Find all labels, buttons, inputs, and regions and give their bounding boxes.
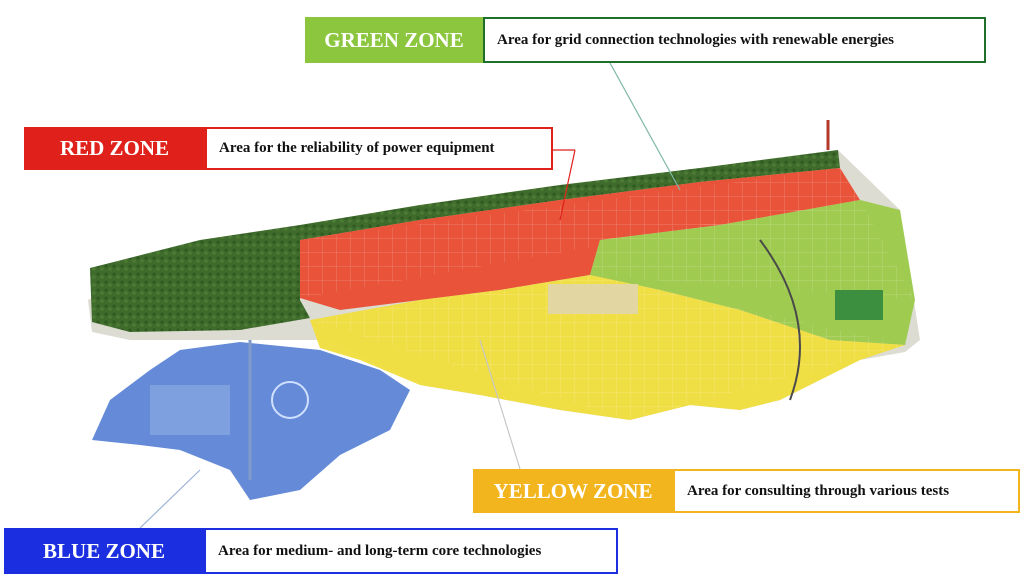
forest-strip: [300, 150, 840, 240]
yellow-zone-title: YELLOW ZONE: [473, 469, 673, 513]
blue-court: [150, 385, 230, 435]
blue-zone-description: Area for medium- and long-term core tech…: [204, 528, 618, 574]
red-zone-label: RED ZONE Area for the reliability of pow…: [24, 127, 553, 170]
green-zone-description: Area for grid connection technologies wi…: [483, 17, 986, 63]
blue-zone-title: BLUE ZONE: [4, 528, 204, 574]
blue-zone-label: BLUE ZONE Area for medium- and long-term…: [4, 528, 618, 574]
yellow-zone-label: YELLOW ZONE Area for consulting through …: [473, 469, 1020, 513]
red-zone-description: Area for the reliability of power equipm…: [205, 127, 553, 170]
forest-area: [90, 225, 310, 332]
green-zone-label: GREEN ZONE Area for grid connection tech…: [305, 17, 986, 63]
field-block: [835, 290, 883, 320]
red-zone-title: RED ZONE: [24, 127, 205, 170]
yellow-zone-description: Area for consulting through various test…: [673, 469, 1020, 513]
green-zone-title: GREEN ZONE: [305, 17, 483, 63]
building-block: [548, 284, 638, 314]
